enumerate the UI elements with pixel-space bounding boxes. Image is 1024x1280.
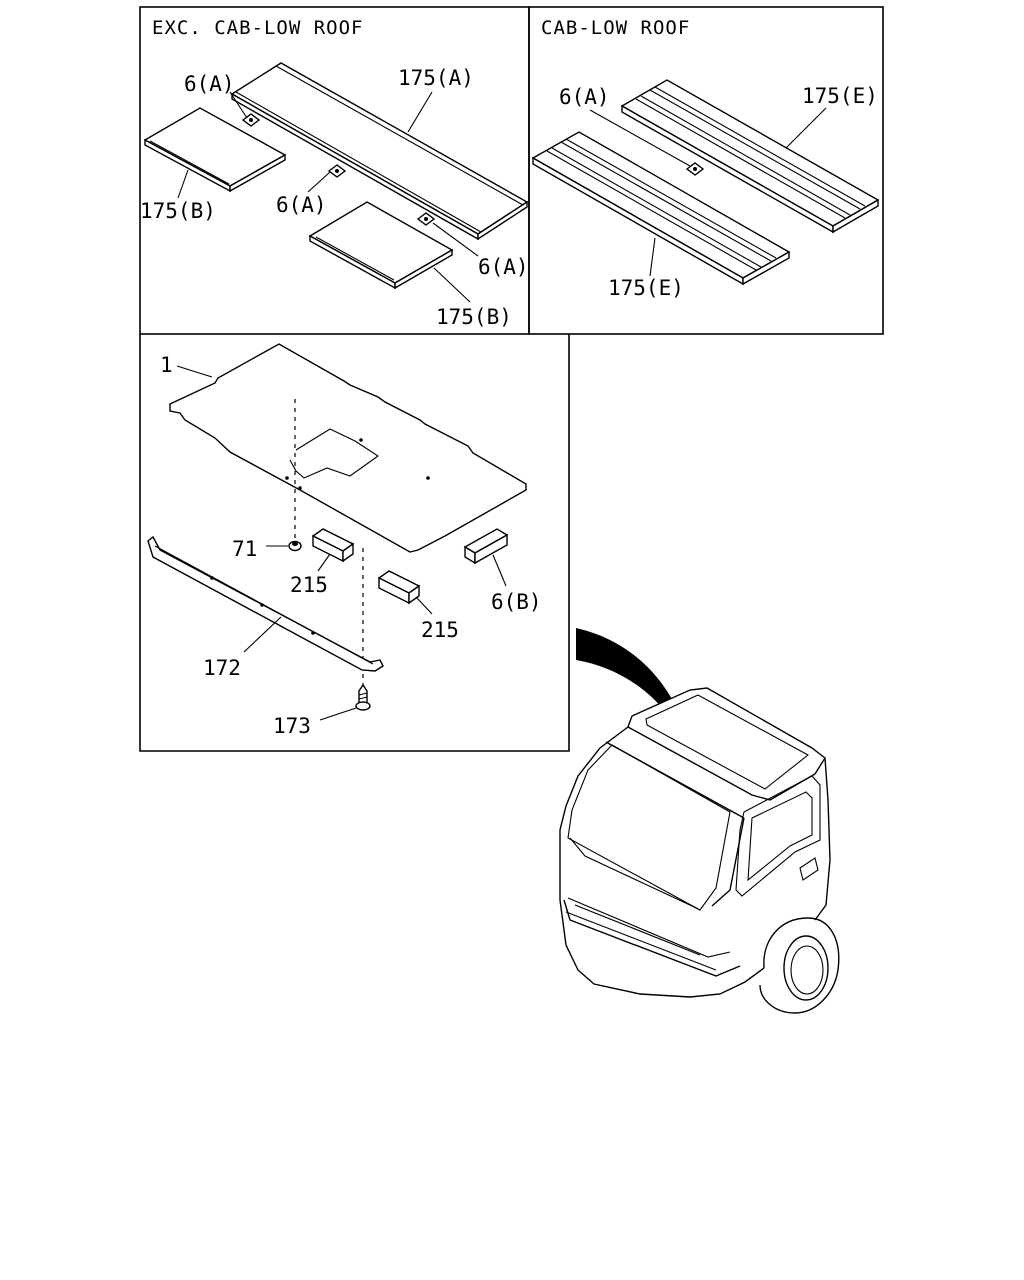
callout-175a: 175(A) [398, 66, 474, 90]
truck-cab-illustration [559, 687, 840, 1014]
panel-cab-low-roof: CAB-LOW ROOF 6(A) [528, 6, 884, 335]
callout-6a-right: 6(A) [478, 255, 529, 279]
callout-215-left: 215 [290, 573, 328, 597]
roof-pad-175b-bottom [308, 201, 454, 290]
panel-exc-cab-low-roof: EXC. CAB-LOW ROOF [139, 6, 530, 335]
pad-215-left [311, 528, 355, 563]
callout-175b-bottom: 175(B) [436, 305, 512, 329]
callout-71: 71 [232, 537, 257, 561]
roof-board-175e-bottom [531, 131, 791, 286]
headlining-1 [169, 343, 527, 553]
panel-roof-lining: 1 71 215 215 6(B) 172 173 [139, 334, 570, 752]
panel-frame [528, 6, 884, 335]
clip-71 [288, 540, 302, 552]
callout-175b-left: 175(B) [140, 199, 216, 223]
callout-215-right: 215 [421, 618, 459, 642]
panel-title: CAB-LOW ROOF [541, 17, 690, 39]
clip-6a [685, 162, 705, 176]
location-arrow [576, 628, 688, 740]
pad-6b [463, 528, 509, 565]
callout-173: 173 [273, 714, 311, 738]
callout-172: 172 [203, 656, 241, 680]
callout-1: 1 [160, 353, 173, 377]
callout-6a: 6(A) [559, 85, 610, 109]
roof-pad-175b-left [143, 107, 287, 193]
screw-173 [355, 683, 371, 711]
callout-6b: 6(B) [491, 590, 542, 614]
pad-215-right [377, 570, 421, 605]
callout-6a-mid: 6(A) [276, 193, 327, 217]
callout-175e-top: 175(E) [802, 84, 878, 108]
clip-6a-right [416, 212, 436, 226]
callout-6a-top: 6(A) [184, 72, 235, 96]
roof-board-175a [230, 62, 529, 241]
clip-6a-mid [327, 164, 347, 178]
panel-title: EXC. CAB-LOW ROOF [152, 17, 363, 39]
callout-175e-bottom: 175(E) [608, 276, 684, 300]
molding-172 [147, 535, 384, 672]
roof-board-175e-top [620, 79, 880, 234]
panel-frame [139, 334, 570, 752]
